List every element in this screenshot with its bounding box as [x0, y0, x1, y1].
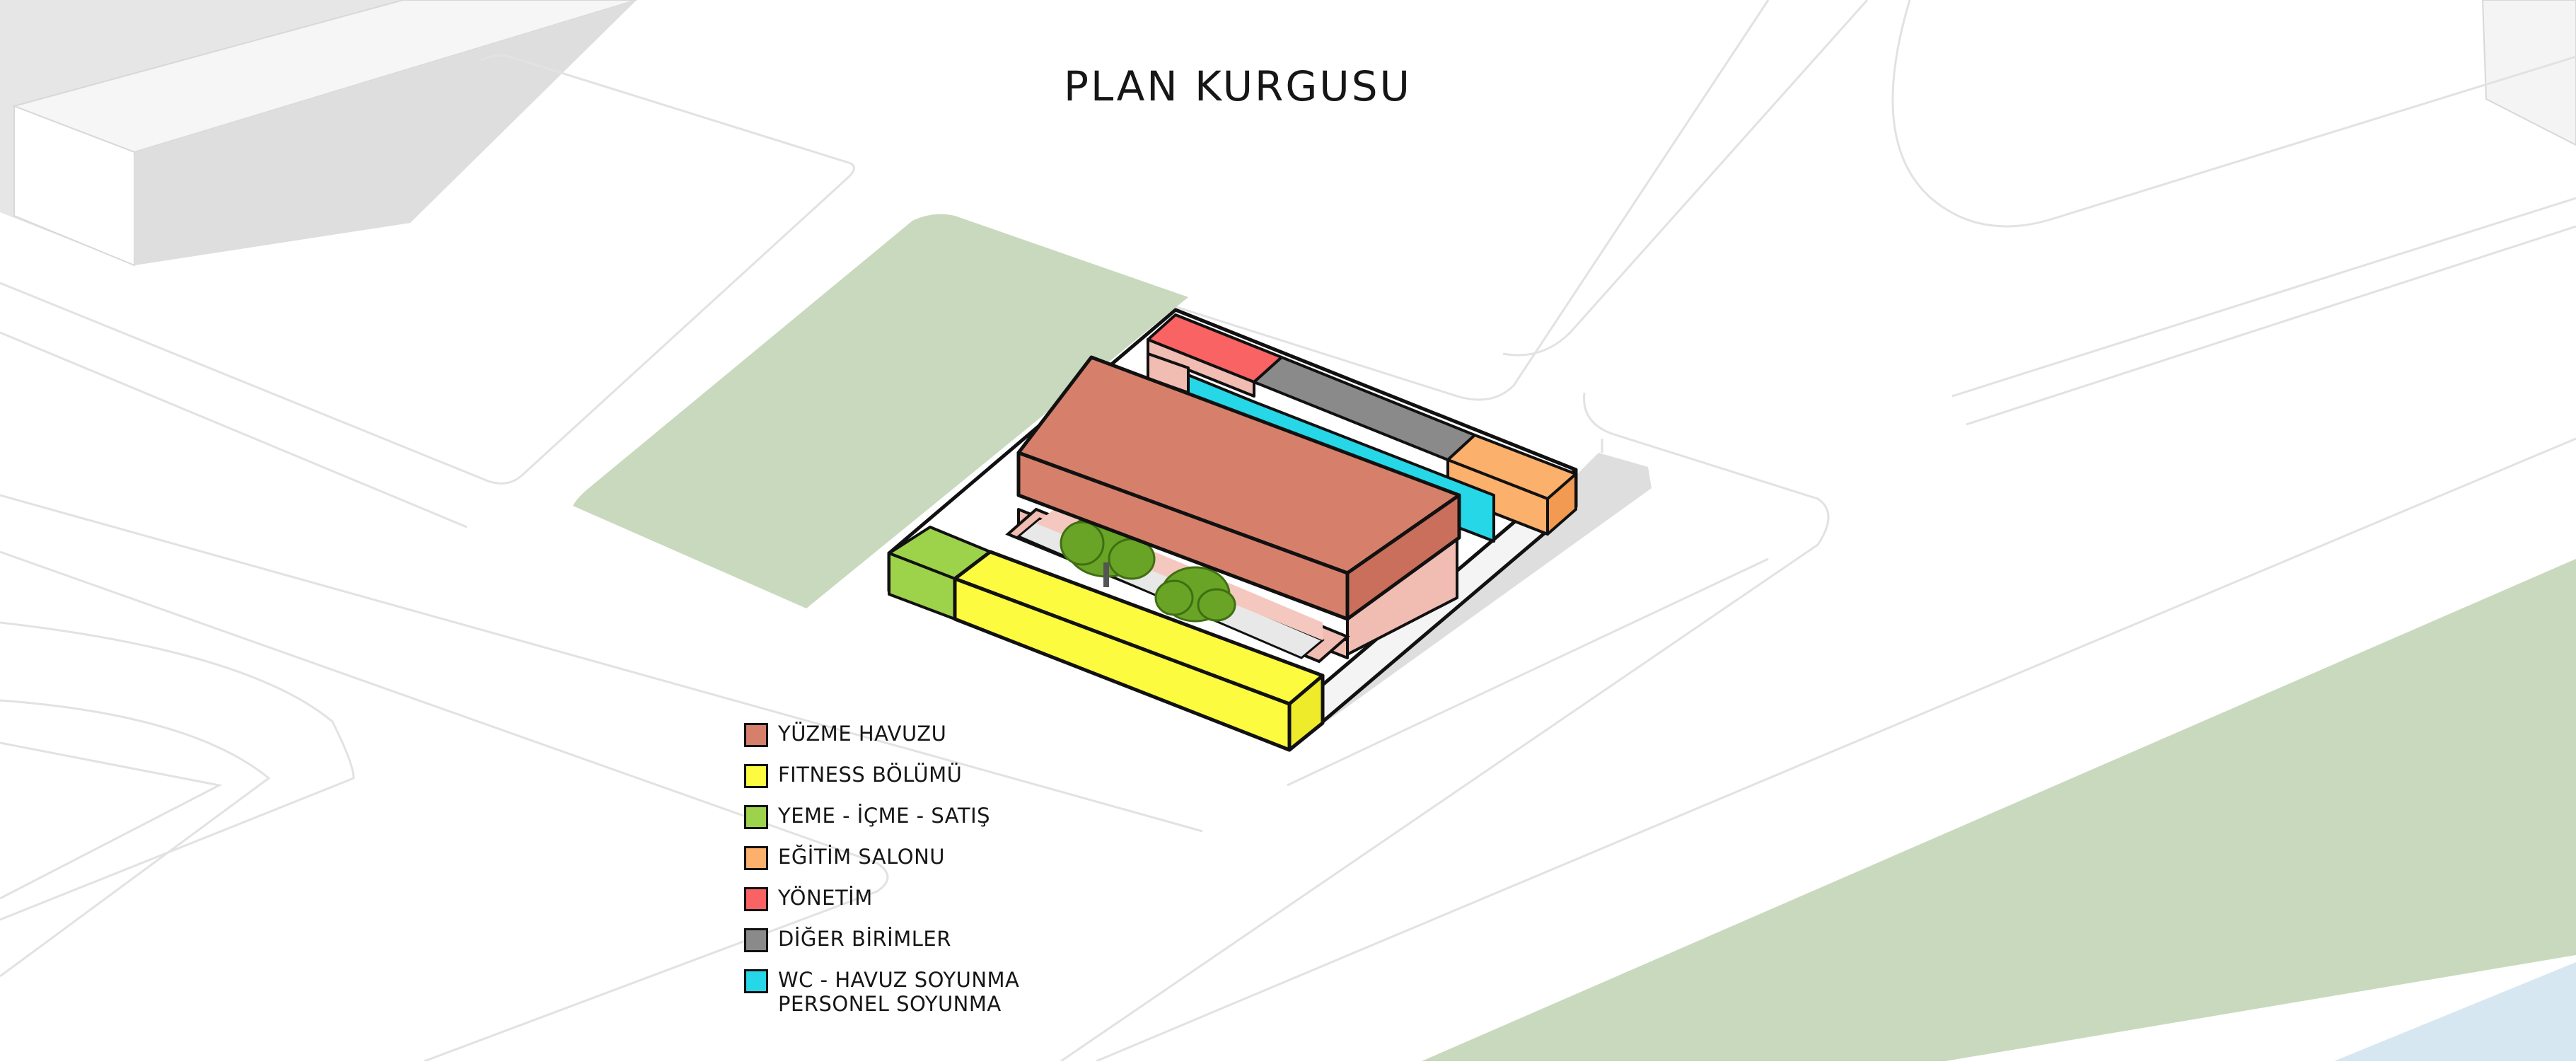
legend-item-pool: YÜZME HAVUZU: [744, 722, 1239, 763]
legend-swatch: [744, 969, 768, 993]
legend-swatch: [744, 764, 768, 788]
legend-label: YÜZME HAVUZU: [778, 722, 947, 746]
legend-item-fitness: FITNESS BÖLÜMÜ: [744, 763, 1239, 804]
context-buildings: [0, 0, 2576, 267]
legend-item-food: YEME - İÇME - SATIŞ: [744, 804, 1239, 845]
green-area-left: [573, 214, 1188, 609]
pool-volume: [1016, 355, 1461, 621]
page-title: PLAN KURGUSU: [1063, 62, 1412, 110]
water-area: [2334, 962, 2576, 1061]
legend-item-management: YÖNETİM: [744, 886, 1239, 927]
fitness-volume: [953, 550, 1325, 752]
legend-label: DİĞER BİRİMLER: [778, 927, 951, 951]
legend: YÜZME HAVUZU FITNESS BÖLÜMÜ YEME - İÇME …: [744, 722, 1239, 1024]
legend-item-education: EĞİTİM SALONU: [744, 845, 1239, 886]
legend-swatch: [744, 846, 768, 870]
legend-swatch: [744, 928, 768, 952]
legend-swatch: [744, 887, 768, 911]
legend-label-line1: WC - HAVUZ SOYUNMA: [778, 968, 1020, 992]
legend-swatch: [744, 723, 768, 747]
legend-item-wc: WC - HAVUZ SOYUNMA PERSONEL SOYUNMA: [744, 968, 1239, 1024]
green-areas: [573, 214, 2576, 1061]
legend-label-line2: PERSONEL SOYUNMA: [778, 992, 1002, 1016]
green-area-river: [1422, 559, 2576, 1061]
tree-icon: [1154, 566, 1236, 623]
legend-label: EĞİTİM SALONU: [778, 845, 946, 869]
legend-label: WC - HAVUZ SOYUNMA PERSONEL SOYUNMA: [778, 968, 1019, 1016]
legend-swatch: [744, 805, 768, 829]
legend-label: YÖNETİM: [778, 886, 873, 910]
legend-item-other: DİĞER BİRİMLER: [744, 927, 1239, 968]
legend-label: YEME - İÇME - SATIŞ: [778, 804, 991, 828]
legend-label: FITNESS BÖLÜMÜ: [778, 763, 963, 787]
